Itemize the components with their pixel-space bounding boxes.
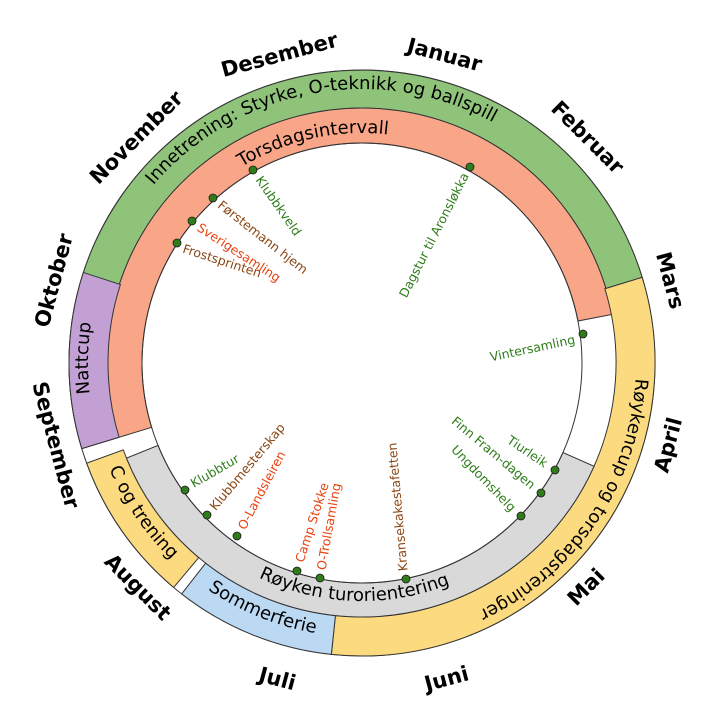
activity-bands — [68, 69, 656, 657]
month-label-4: April — [649, 415, 687, 475]
month-label-6: Juni — [420, 661, 472, 696]
event-dot-trollsamling — [315, 573, 325, 583]
event-dot-campstokke — [292, 566, 302, 576]
band-label-natt: Nattcup — [72, 321, 96, 396]
event-dot-kransekake — [401, 574, 411, 584]
event-dot-frostsprinten — [172, 238, 182, 248]
event-dot-dagstur — [465, 162, 475, 172]
event-dot-vintersamling — [578, 329, 588, 339]
month-label-1: Januar — [403, 33, 486, 77]
event-dot-landsleiren — [232, 531, 242, 541]
event-dot-klubbkveld — [248, 165, 258, 175]
event-dot-sverigesamling — [187, 216, 197, 226]
band-natt — [68, 271, 122, 450]
event-dot-finnfram — [536, 488, 546, 498]
event-dot-ungdomshelg — [516, 511, 526, 521]
event-dot-klubbtur — [180, 485, 190, 495]
event-dot-tiurleik — [550, 465, 560, 475]
month-label-3: Mars — [651, 249, 689, 311]
event-dot-klubbmesterskap — [202, 510, 212, 520]
month-label-5: Mai — [563, 564, 610, 611]
month-label-7: Juli — [254, 662, 298, 695]
event-dot-forstemann — [208, 193, 218, 203]
month-label-10: Oktober — [30, 230, 78, 329]
